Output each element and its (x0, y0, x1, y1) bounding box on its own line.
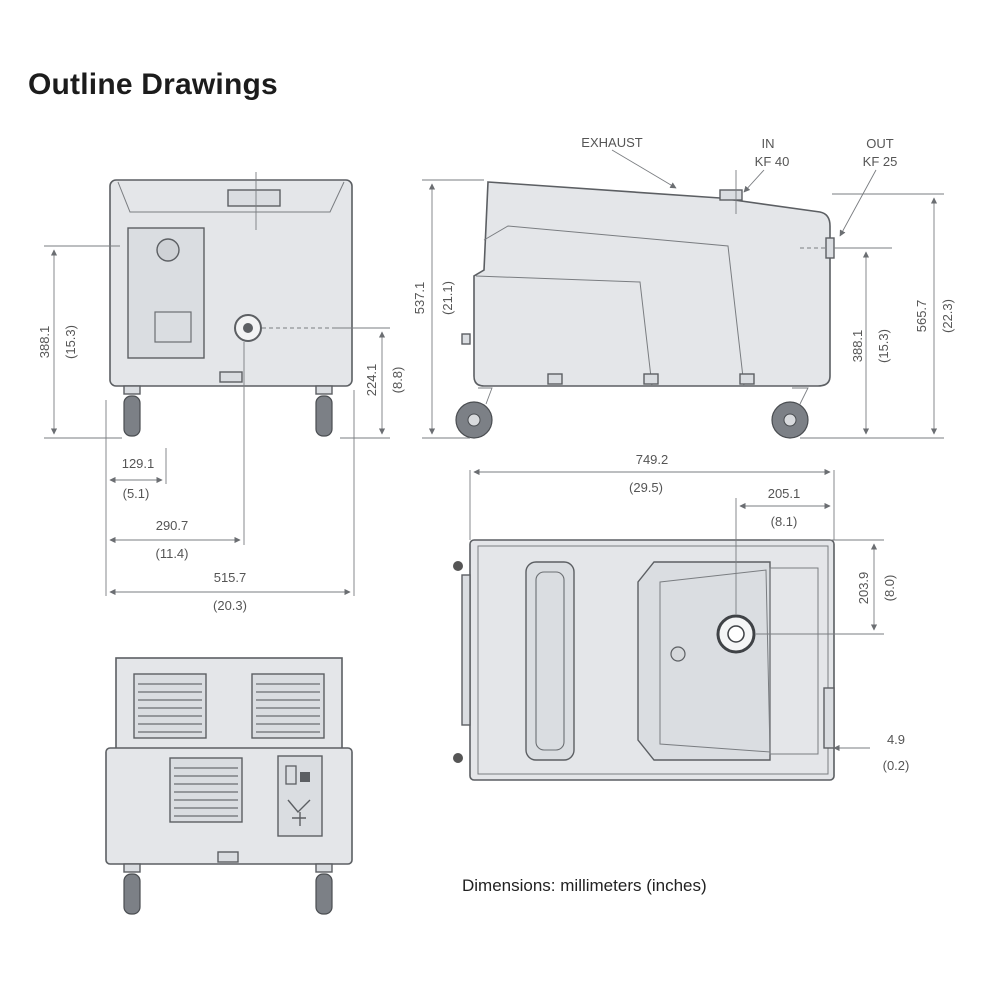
rear-view (105, 657, 353, 915)
side-port-in: (15.3) (876, 329, 891, 363)
front-height-in: (15.3) (63, 325, 78, 359)
side-view: EXHAUST IN KF 40 OUT KF 25 537.1 (21.1) … (412, 135, 955, 439)
top-inlet-x-in: (8.1) (771, 514, 798, 529)
front-port-height-mm: 224.1 (364, 364, 379, 397)
vent-grille-right (251, 673, 325, 739)
front-width-mm: 515.7 (214, 570, 247, 585)
front-height-mm: 388.1 (37, 326, 52, 359)
vent-grille-lower (169, 757, 243, 823)
side-in-label: IN (762, 136, 775, 151)
page-title: Outline Drawings (28, 68, 278, 101)
side-total-in: (21.1) (440, 281, 455, 315)
top-inlet-y-mm: 203.9 (856, 572, 871, 605)
front-port-x-in: (11.4) (156, 546, 189, 561)
top-length-mm: 749.2 (636, 452, 669, 467)
side-handle-label: EXHAUST (581, 135, 642, 150)
front-view: 388.1 (15.3) 224.1 (8.8) 129.1 (5.1) 290… (37, 172, 405, 613)
side-total-mm: 537.1 (412, 282, 427, 315)
front-port-height-in: (8.8) (390, 367, 405, 394)
side-out-label: OUT (866, 136, 894, 151)
top-inlet-y-in: (8.0) (882, 575, 897, 602)
top-inlet-x-mm: 205.1 (768, 486, 801, 501)
front-offset-in: (5.1) (123, 486, 150, 501)
side-right-in: (22.3) (940, 299, 955, 333)
top-view: 749.2 (29.5) 205.1 (8.1) 203.9 (8.0) 4.9… (453, 452, 910, 781)
control-panel (277, 755, 323, 837)
front-offset-mm: 129.1 (122, 456, 155, 471)
side-in-size: KF 40 (755, 154, 790, 169)
top-edge-in: (0.2) (883, 758, 910, 773)
front-width-in: (20.3) (213, 598, 247, 613)
front-port-x-mm: 290.7 (156, 518, 189, 533)
top-length-in: (29.5) (629, 480, 663, 495)
side-right-mm: 565.7 (914, 300, 929, 333)
top-edge-mm: 4.9 (887, 732, 905, 747)
side-out-size: KF 25 (863, 154, 898, 169)
vent-grille-left (133, 673, 207, 739)
side-port-mm: 388.1 (850, 330, 865, 363)
units-caption: Dimensions: millimeters (inches) (462, 876, 707, 895)
